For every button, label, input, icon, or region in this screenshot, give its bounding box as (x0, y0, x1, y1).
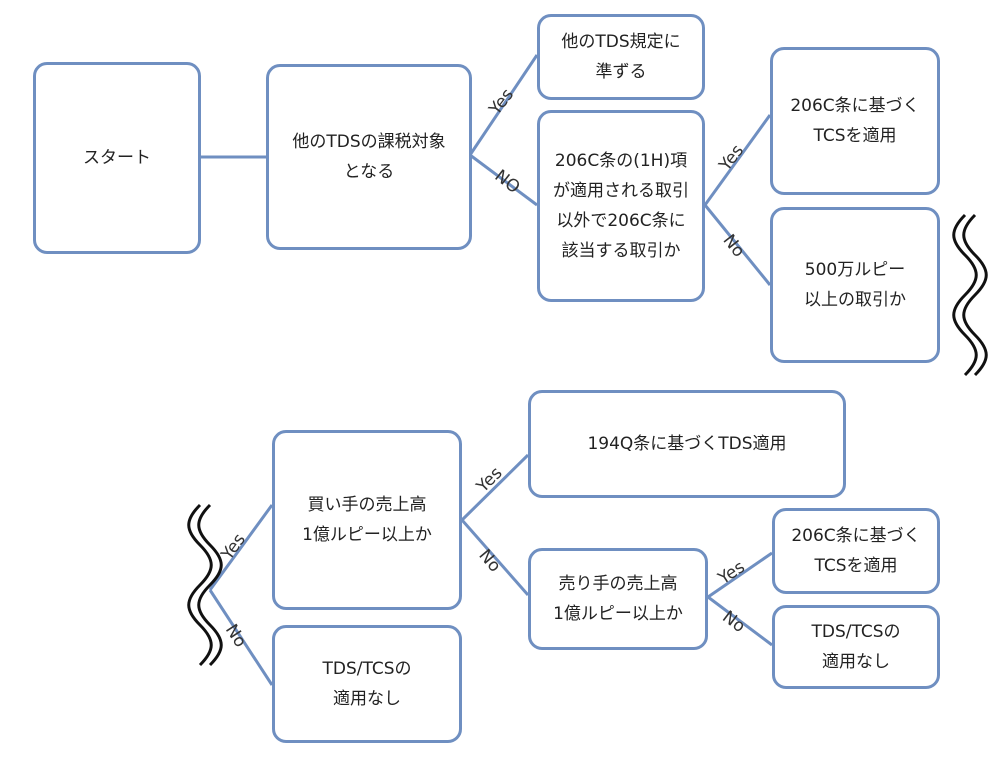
result-tds-194q: 194Q条に基づくTDS適用 (528, 390, 846, 498)
line-seller-no (707, 595, 773, 647)
line-q2-no (703, 204, 772, 286)
line-buyer-yes (460, 453, 530, 522)
result-none-seller: TDS/TCSの 適用なし (772, 605, 940, 689)
line-q1-no (469, 153, 538, 207)
result-none-buyer: TDS/TCSの 適用なし (272, 625, 462, 743)
decision-seller-turnover: 売り手の売上高 1億ルピー以上か (528, 548, 708, 650)
result-tcs-206c-bottom: 206C条に基づく TCSを適用 (772, 508, 940, 594)
line-seller-yes (707, 551, 773, 599)
start-node: スタート (33, 62, 201, 254)
decision-other-tds: 他のTDSの課税対象 となる (266, 64, 472, 250)
decision-buyer-turnover: 買い手の売上高 1億ルピー以上か (272, 430, 462, 610)
result-tcs-206c-top: 206C条に基づく TCSを適用 (770, 47, 940, 195)
wave-break-left-2 (197, 503, 223, 667)
decision-5m-rupees: 500万ルピー 以上の取引か (770, 207, 940, 363)
line-wave-to-none (208, 589, 274, 686)
line-wave-to-buyer (208, 504, 274, 591)
result-other-tds: 他のTDS規定に 準ずる (537, 14, 705, 100)
line-buyer-no (460, 519, 530, 596)
decision-206c: 206C条の(1H)項 が適用される取引 以外で206C条に 該当する取引か (537, 110, 705, 302)
line-q2-yes (703, 114, 772, 206)
wave-break-left (187, 503, 213, 667)
wave-break-right (952, 213, 978, 377)
line-q1-yes (468, 54, 539, 156)
wave-break-right-2 (962, 213, 988, 377)
